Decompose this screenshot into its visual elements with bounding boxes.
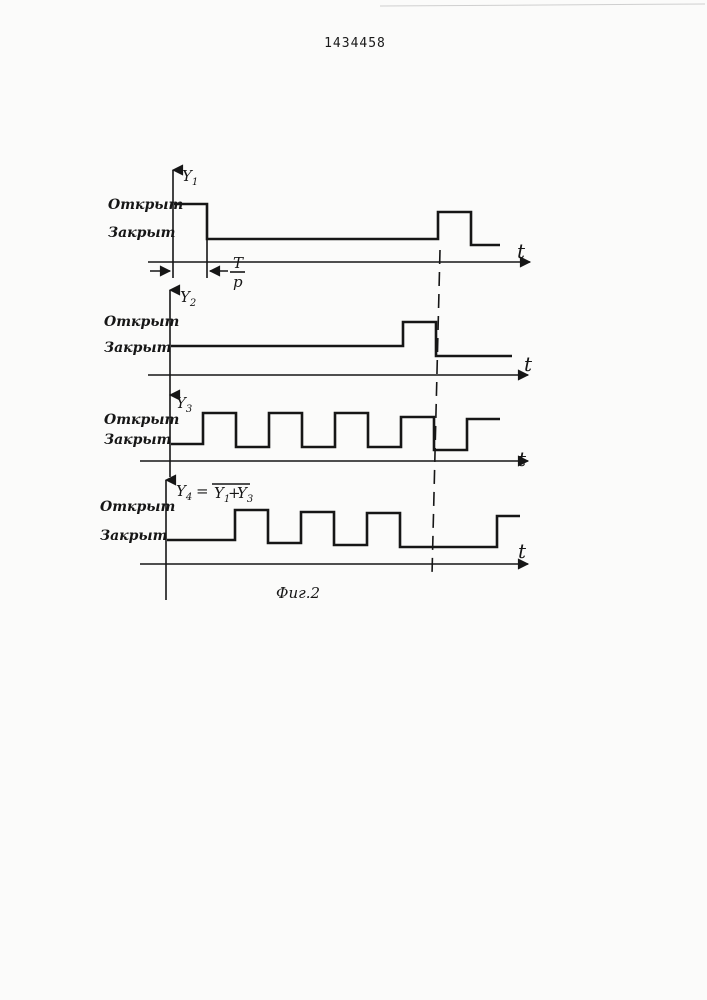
y3-time-label: t <box>518 447 527 471</box>
panel-y1: t Y1 Открыт Закрыт T p <box>108 167 530 291</box>
y4-formula: Y1 + Y3 <box>212 484 253 505</box>
y4-formula-term-b: Y3 <box>237 484 253 505</box>
y1-axis-label: Y1 <box>182 167 198 188</box>
y1-time-label: t <box>517 239 526 263</box>
figure-caption: Фиг.2 <box>276 584 320 602</box>
y4-waveform <box>167 510 520 547</box>
y4-closed-label: Закрыт <box>100 528 168 544</box>
y2-closed-label: Закрыт <box>104 340 172 356</box>
scan-edge-line <box>380 4 705 6</box>
period-denominator: p <box>233 273 243 291</box>
y2-axis-label: Y2 <box>180 288 196 309</box>
panel-y2: t Y2 Открыт Закрыт <box>104 288 533 395</box>
y1-waveform <box>174 204 500 245</box>
y1-open-label: Открыт <box>108 197 183 213</box>
panel-y3: t Y3 Открыт Закрыт <box>104 394 528 477</box>
y4-time-label: t <box>518 539 527 563</box>
y4-equals-sign: = <box>196 482 209 500</box>
y1-closed-label: Закрыт <box>108 225 176 241</box>
y3-closed-label: Закрыт <box>104 432 172 448</box>
y2-open-label: Открыт <box>104 314 179 330</box>
y3-waveform <box>171 413 500 450</box>
y2-time-label: t <box>524 352 533 376</box>
y3-open-label: Открыт <box>104 412 179 428</box>
y2-waveform <box>171 322 512 356</box>
panel-y4: t Y4 = Y1 + Y3 Открыт Закрыт <box>100 480 528 600</box>
time-marker-dashed-line <box>432 250 440 575</box>
y4-axis-label: Y4 <box>176 482 192 503</box>
period-numerator: T <box>233 254 244 272</box>
y4-open-label: Открыт <box>100 499 175 515</box>
